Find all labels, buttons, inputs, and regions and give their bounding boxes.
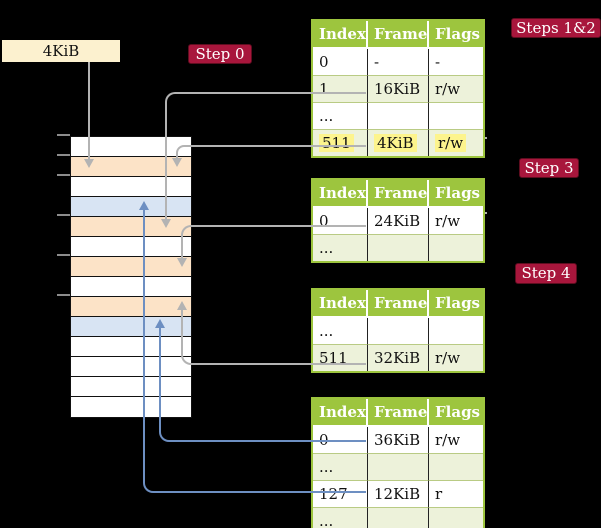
memory-frame-row-white [71,237,191,257]
highlighted-value: 511 [319,134,354,152]
table-cell [429,103,483,130]
frame-boundary-tick [57,134,70,136]
memory-frame-row-white [71,137,191,157]
column-header: Index [313,180,368,208]
table-cell: r/w [429,345,483,371]
badge-step-3: Step 3 [519,158,579,178]
table-cell: 0 [313,49,368,76]
table-cell [368,318,429,345]
memory-column [70,136,192,418]
column-header: Frame [368,180,429,208]
column-header: Flags [429,180,483,208]
table-cell: 127 [313,481,368,508]
highlighted-value: 4KiB [374,134,417,152]
table-cell: r/w [429,130,483,156]
column-header: Frame [368,290,429,318]
memory-frame-row-white [71,357,191,377]
table-cell: ... [313,454,368,481]
table-cell: ... [313,508,368,528]
table-cell [368,235,429,261]
table-cell: ... [313,318,368,345]
column-header: Flags [429,399,483,427]
table-cell: - [368,49,429,76]
table-cell [429,318,483,345]
memory-frame-row-white [71,277,191,297]
memory-frame-row-white [71,177,191,197]
memory-frame-row-blue [71,317,191,337]
table-cell: - [429,49,483,76]
table-cell: r/w [429,427,483,454]
table-row: ... [313,454,483,481]
column-header: Frame [368,399,429,427]
column-header: Flags [429,290,483,318]
table-cell: ... [313,103,368,130]
memory-frame-row-white [71,397,191,417]
memory-frame-row-orange [71,157,191,177]
memory-frame-row-orange [71,217,191,237]
table-cell: r [429,481,483,508]
table-cell [429,235,483,261]
table-cell: 511 [313,130,368,156]
column-header: Index [313,399,368,427]
table-row: 0-- [313,49,483,76]
table-row: ... [313,103,483,130]
frame-boundary-tick [57,254,70,256]
table-row: ... [313,318,483,345]
table-cell: 16KiB [368,76,429,103]
column-header: Frame [368,21,429,49]
column-header: Index [313,290,368,318]
highlighted-value: r/w [435,134,467,152]
frame-boundary-tick [57,294,70,296]
table-cell [368,508,429,528]
table-cell: 0 [313,208,368,235]
memory-frame-row-blue [71,197,191,217]
memory-frame-row-orange [71,297,191,317]
table-cell [368,103,429,130]
table-cell: r/w [429,208,483,235]
table-cell: 32KiB [368,345,429,371]
badge-step-0: Step 0 [188,44,252,64]
table-cell: ... [313,235,368,261]
table-row: ... [313,235,483,261]
badge-step-4: Step 4 [515,263,577,284]
frame-boundary-tick [57,214,70,216]
frame-size-label: 4KiB [42,42,80,60]
table-cell [368,454,429,481]
frame-size-box: 4KiB [2,40,120,62]
table-cell: 24KiB [368,208,429,235]
frame-boundary-tick [57,154,70,156]
table-cell: r/w [429,76,483,103]
table-cell: 4KiB [368,130,429,156]
table-cell: 1 [313,76,368,103]
memory-frame-row-orange [71,257,191,277]
column-header: Index [313,21,368,49]
table-row: 511 4KiB r/w [313,130,483,156]
frame-boundary-tick [57,174,70,176]
memory-frame-row-white [71,377,191,397]
table-cell: 12KiB [368,481,429,508]
table-cell: 36KiB [368,427,429,454]
table-cell: 0 [313,427,368,454]
table-cell: 511 [313,345,368,371]
memory-frame-row-white [71,337,191,357]
column-header: Flags [429,21,483,49]
table-cell [429,454,483,481]
table-row: ... [313,508,483,528]
table-cell [429,508,483,528]
badge-steps-1-2: Steps 1&2 [511,18,601,38]
